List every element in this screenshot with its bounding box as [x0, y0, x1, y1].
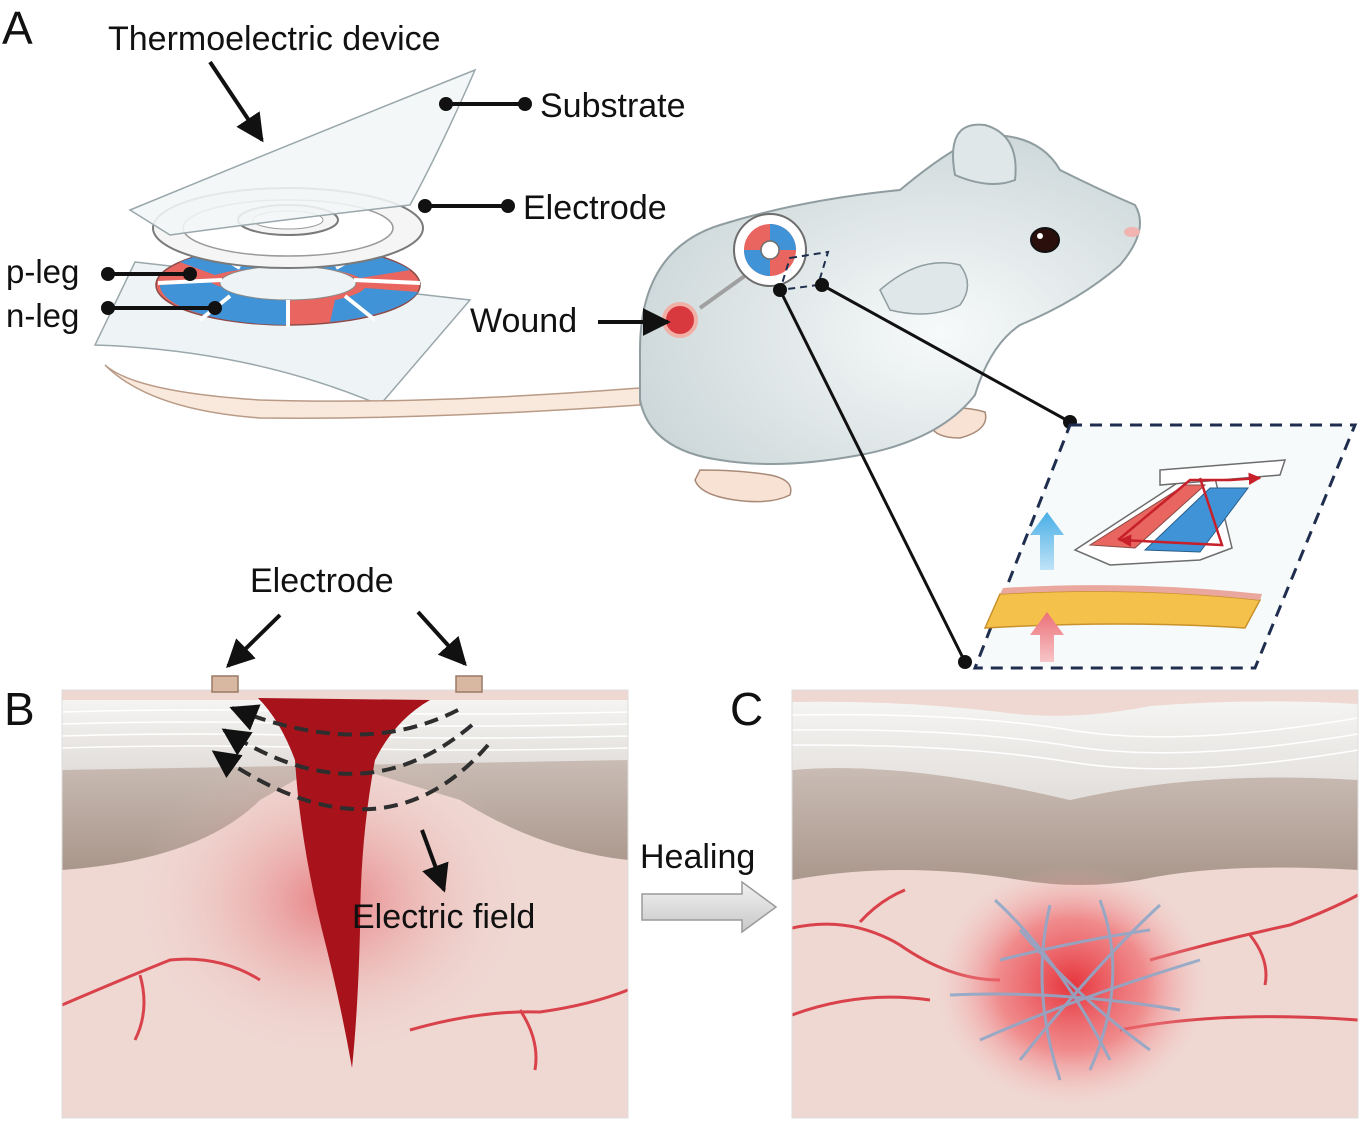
electrode-right [455, 675, 483, 693]
collagen-fibers [949, 898, 1201, 1081]
panel-b-letter: B [4, 683, 35, 735]
label-healing: Healing [640, 838, 755, 876]
mouse-illustration [104, 123, 1141, 503]
healed-stratum-corneum [792, 701, 1358, 800]
blood-vessels-b [62, 957, 628, 1071]
label-p-leg: p-leg [6, 253, 79, 290]
label-wound: Wound [470, 302, 577, 340]
label-n-leg: n-leg [6, 297, 79, 334]
label-electrode-bottom: Electrode [250, 562, 394, 600]
panel-a-letter: A [2, 2, 33, 54]
electrode-left [211, 675, 239, 693]
panel-c-letter: C [730, 683, 763, 735]
leg-ring [155, 244, 421, 327]
label-thermoelectric-device: Thermoelectric device [108, 20, 441, 58]
mouse-ear [952, 123, 1017, 185]
inset-fat-layer [983, 590, 1262, 629]
mouse-attached-device [698, 213, 807, 310]
inset-n-leg [1143, 487, 1249, 553]
healed-skin-section [792, 690, 1358, 1118]
thermoelectric-device-arrow [208, 60, 264, 143]
electrode-right-arrow [416, 610, 467, 667]
mouse-nose [1124, 227, 1140, 237]
mouse-hind-foot [694, 469, 792, 503]
thermoelectric-device-exploded [93, 68, 477, 406]
inset-current-path-1 [1117, 472, 1262, 541]
label-electric-field: Electric field [352, 898, 535, 936]
inset-current-path-2 [1118, 477, 1224, 547]
electric-field-arrow [420, 829, 449, 893]
healing-arrow [641, 880, 778, 934]
label-electrode-top: Electrode [523, 189, 667, 227]
mouse-eye [1030, 227, 1060, 253]
skin-wound-section [62, 690, 628, 1118]
label-substrate: Substrate [540, 87, 686, 125]
substrate-top-sheet [128, 68, 477, 236]
mouse-foreleg [879, 262, 969, 315]
wound-cleft [258, 698, 430, 1068]
electric-field-lines [211, 704, 490, 812]
inset-heat-in-arrow [1030, 612, 1064, 662]
mouse-tail [104, 364, 641, 419]
electrode-left-arrow [226, 613, 282, 668]
inset-heat-out-arrow [1030, 512, 1064, 570]
inset-skin-layer [1000, 585, 1262, 600]
healed-epidermis [792, 768, 1358, 885]
zoom-line-upper [821, 283, 1071, 424]
thermoelectric-zoom-inset [972, 423, 1358, 670]
mouse-wound [662, 302, 698, 338]
zoom-line-lower [778, 289, 967, 663]
